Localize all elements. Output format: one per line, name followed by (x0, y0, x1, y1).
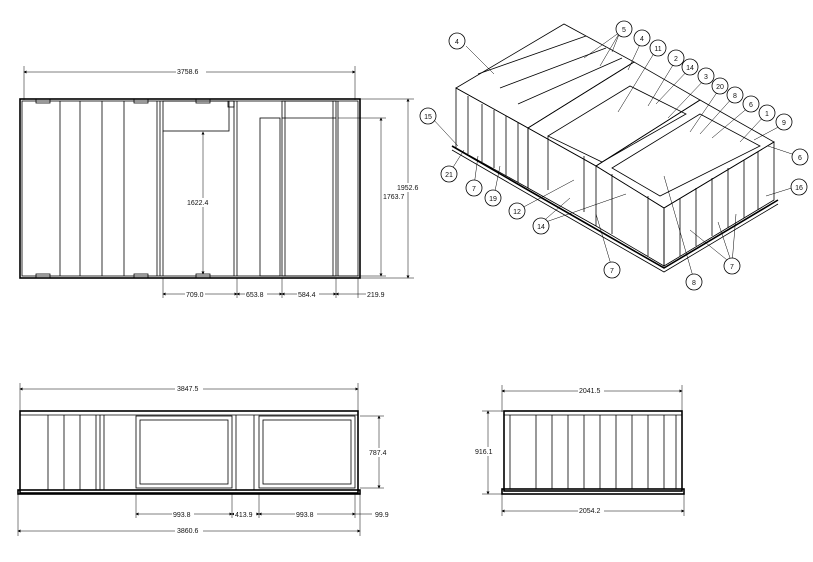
overall-width-label: 3758.6 (177, 69, 199, 76)
callout: 19 (484, 189, 502, 207)
callout: 7 (723, 257, 741, 275)
segment-label: 709.0 (186, 292, 204, 299)
front-bottom-width-label: 3860.6 (177, 528, 199, 535)
svg-text:19: 19 (489, 196, 497, 203)
callout: 1 (758, 104, 776, 122)
svg-text:8: 8 (733, 93, 737, 100)
svg-text:11: 11 (654, 46, 661, 53)
svg-text:8: 8 (692, 280, 696, 287)
side-view: 2041.5 916.1 2054.2 (474, 385, 685, 516)
callout-list: 4 5 4 11 2 14 3 20 8 6 1 9 6 16 7 8 7 14… (419, 20, 809, 291)
front-top-width-label: 3847.5 (177, 386, 199, 393)
side-bottom-width-label: 2054.2 (579, 508, 601, 515)
side-height-label: 916.1 (475, 449, 493, 456)
callout: 3 (697, 67, 715, 85)
segment-label: 413.9 (235, 512, 253, 519)
svg-text:9: 9 (782, 120, 786, 127)
callout: 9 (775, 113, 793, 131)
callout: 6 (742, 95, 760, 113)
inner-height-label: 1763.7 (383, 194, 405, 201)
overall-height-label: 1952.6 (397, 185, 419, 192)
callout: 15 (419, 107, 437, 125)
svg-text:7: 7 (472, 186, 476, 193)
svg-text:7: 7 (610, 268, 614, 275)
front-view: 3847.5 787.4 993.8 4 (17, 383, 394, 536)
svg-text:4: 4 (455, 39, 459, 46)
svg-text:5: 5 (622, 27, 626, 34)
callout: 2 (667, 49, 685, 67)
svg-text:6: 6 (798, 155, 802, 162)
callout: 6 (791, 148, 809, 166)
callout: 16 (790, 178, 808, 196)
callout: 21 (440, 165, 458, 183)
isometric-view (431, 23, 799, 281)
svg-text:14: 14 (686, 65, 694, 72)
segment-label: 99.9 (375, 512, 389, 519)
callout: 20 (711, 77, 729, 95)
svg-text:12: 12 (513, 209, 521, 216)
callout: 14 (532, 217, 550, 235)
svg-text:2: 2 (674, 56, 678, 63)
svg-text:4: 4 (640, 36, 644, 43)
svg-text:3: 3 (704, 74, 708, 81)
svg-text:6: 6 (749, 102, 753, 109)
opening-height-label: 1622.4 (187, 200, 209, 207)
segment-label: 993.8 (296, 512, 314, 519)
callout: 11 (649, 39, 667, 57)
svg-text:1: 1 (765, 111, 769, 118)
segment-label: 584.4 (298, 292, 316, 299)
panel-height-label: 787.4 (369, 450, 387, 457)
callout: 7 (603, 261, 621, 279)
callout: 14 (681, 58, 699, 76)
callout: 4 (448, 32, 466, 50)
callout: 8 (726, 86, 744, 104)
svg-text:7: 7 (730, 264, 734, 271)
callout: 4 (633, 29, 651, 47)
segment-label: 219.9 (367, 292, 385, 299)
callout: 12 (508, 202, 526, 220)
svg-text:14: 14 (537, 224, 545, 231)
svg-text:16: 16 (795, 185, 803, 192)
callout: 8 (685, 273, 703, 291)
svg-text:15: 15 (424, 114, 432, 121)
segment-label: 993.8 (173, 512, 191, 519)
svg-text:20: 20 (716, 84, 724, 91)
callout: 7 (465, 179, 483, 197)
top-view: 3758.6 1622.4 (19, 66, 422, 299)
side-top-width-label: 2041.5 (579, 388, 601, 395)
segment-label: 653.8 (246, 292, 264, 299)
svg-text:21: 21 (445, 172, 453, 179)
callout: 5 (615, 20, 633, 38)
